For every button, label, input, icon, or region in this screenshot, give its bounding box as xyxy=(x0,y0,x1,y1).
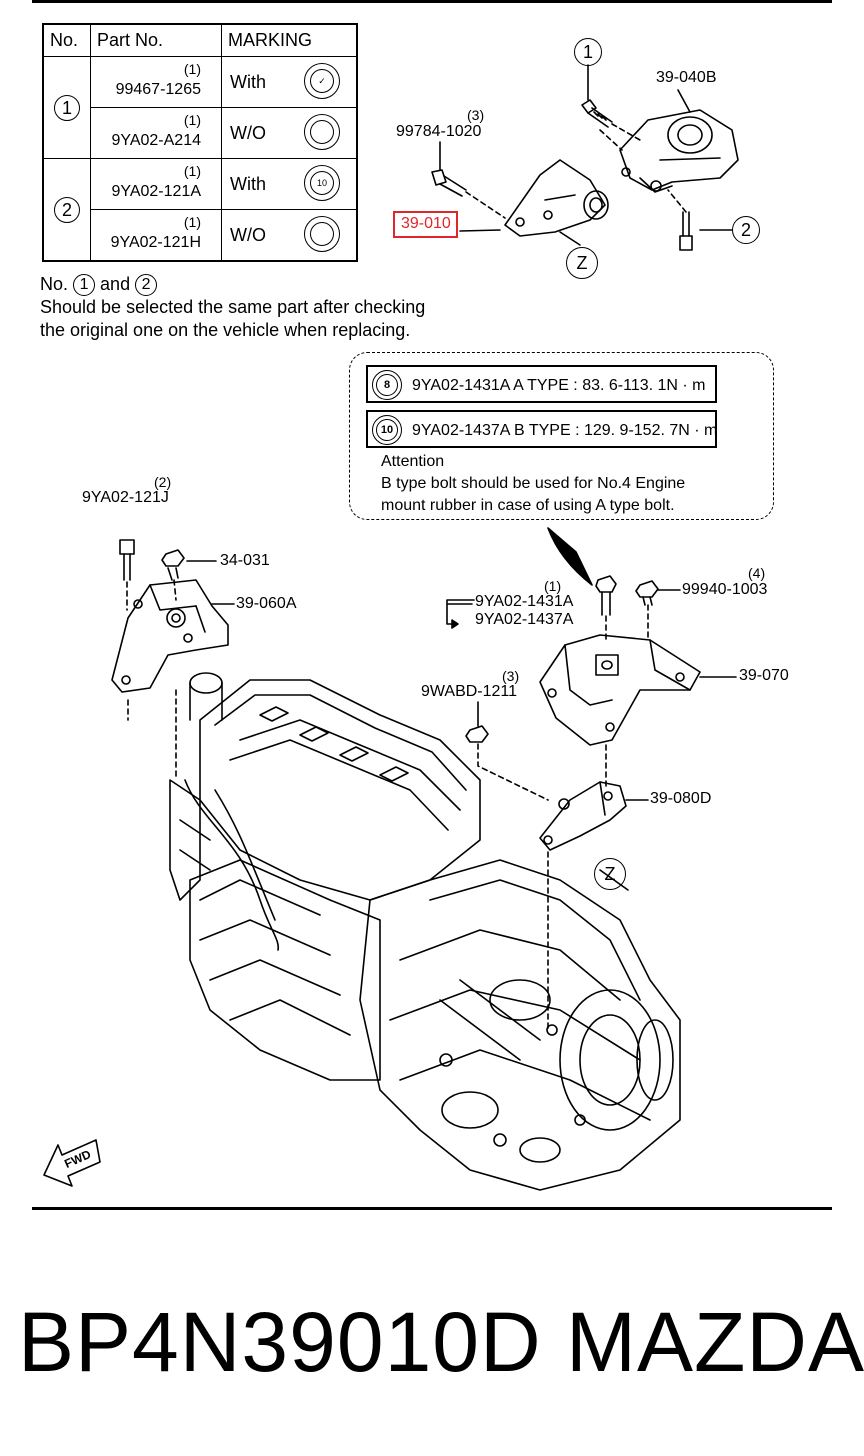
table-row: (1) 9YA02-A214 W/O xyxy=(43,107,358,159)
attention-line-2: mount rubber in case of using A type bol… xyxy=(381,497,675,514)
torque-a-text: 9YA02-1431A A TYPE : 83. 6-113. 1N · m xyxy=(412,377,706,394)
part-cell: (1) 9YA02-121H xyxy=(90,209,222,262)
marking-text: With xyxy=(230,174,266,194)
mount-39-070 xyxy=(539,634,701,746)
attention-callout-box xyxy=(349,352,774,520)
table-row: 2 (1) 9YA02-121A With 10 xyxy=(42,158,358,262)
label-39-070: 39-070 xyxy=(739,667,789,684)
bolt-icon-99784 xyxy=(431,169,467,197)
callout-pointer xyxy=(547,527,593,586)
note-circle-1: 1 xyxy=(73,274,96,297)
callout-circle-2: 2 xyxy=(732,216,760,244)
fwd-arrow-icon xyxy=(43,1139,101,1187)
part-number: 99467-1265 xyxy=(115,81,201,98)
nut-icon-9wabd xyxy=(465,725,489,743)
torque-row-a: 8 9YA02-1431A A TYPE : 83. 6-113. 1N · m xyxy=(366,365,717,403)
label-99784-1020: 99784-1020 xyxy=(396,123,482,140)
qty-9wabd: (3) xyxy=(502,668,520,684)
label-9wabd-1211: 9WABD-1211 xyxy=(421,683,518,700)
callout-circle-1: 1 xyxy=(574,38,602,66)
label-9ya02-1437a: 9YA02-1437A xyxy=(475,611,574,628)
qty-99940: (4) xyxy=(748,565,766,581)
qty-121j: (2) xyxy=(154,474,172,490)
highlight-box-39-010 xyxy=(393,211,458,238)
part-number: 9YA02-A214 xyxy=(111,132,201,149)
torque-row-b: 10 9YA02-1437A B TYPE : 129. 9-152. 7N ·… xyxy=(366,410,717,448)
parts-marking-table: No. Part No. MARKING 1 (1) 99467-1265 Wi… xyxy=(42,23,358,262)
bolt-icon-1431a xyxy=(595,575,617,616)
marking-cell: W/O xyxy=(221,107,358,159)
bolt-icon-top xyxy=(581,99,613,128)
marking-text: W/O xyxy=(230,123,266,143)
guide-lines-left xyxy=(126,579,177,781)
selection-note: No. 1 and 2 Should be selected the same … xyxy=(40,273,425,342)
group-circle-2: 2 xyxy=(54,196,80,223)
bracket-39-010 xyxy=(504,159,609,237)
bolt-icon-right xyxy=(679,211,693,251)
group-circle-1: 1 xyxy=(54,94,80,121)
engine-assembly xyxy=(169,672,681,1191)
bolt-marked-icon: 10 xyxy=(304,165,340,201)
mount-39-040b xyxy=(619,109,739,193)
qty: (1) xyxy=(183,214,201,230)
marking-cell: With 10 xyxy=(221,158,358,210)
note-circle-2: 2 xyxy=(135,274,158,297)
label-9ya02-1431a: 9YA02-1431A xyxy=(475,593,574,610)
view-marker-z-mid: Z xyxy=(594,858,626,890)
marking-cell: W/O xyxy=(221,209,358,262)
guide-lines-top xyxy=(465,123,687,219)
part-cell: (1) 9YA02-121A xyxy=(90,158,222,210)
group-cell-1: 1 xyxy=(42,56,91,159)
view-marker-z-top: Z xyxy=(566,247,598,279)
table-row: 1 (1) 99467-1265 With ✓ xyxy=(42,56,358,159)
qty: (1) xyxy=(183,163,201,179)
label-9ya02-121j: 9YA02-121J xyxy=(82,489,169,506)
header-part-no: Part No. xyxy=(90,23,222,57)
bolt-icon-121j xyxy=(119,539,135,581)
nut-icon-34-031 xyxy=(161,549,185,581)
part-number: 9YA02-121H xyxy=(110,234,201,251)
label-39-010: 39-010 xyxy=(401,215,451,232)
marking-text: With xyxy=(230,72,266,92)
mount-39-060a xyxy=(111,579,229,693)
part-cell: (1) 99467-1265 xyxy=(90,56,222,108)
bolt-marked-icon: ✓ xyxy=(304,63,340,99)
footer-brand: MAZDA xyxy=(566,1295,864,1389)
header-no: No. xyxy=(42,23,91,57)
torque-b-text: 9YA02-1437A B TYPE : 129. 9-152. 7N · m xyxy=(412,422,718,439)
bolt-plain-icon xyxy=(304,114,340,150)
top-rule xyxy=(32,0,832,3)
table-header-row: No. Part No. MARKING xyxy=(42,23,358,57)
label-39-040b: 39-040B xyxy=(656,69,717,86)
label-39-080d: 39-080D xyxy=(650,790,712,807)
bolt-plain-icon xyxy=(304,216,340,252)
bottom-rule xyxy=(32,1207,832,1210)
guide-lines-right xyxy=(477,604,649,1031)
qty-99784: (3) xyxy=(467,107,485,123)
note-line-3: the original one on the vehicle when rep… xyxy=(40,320,411,341)
qty-1431a: (1) xyxy=(544,578,562,594)
note-line-1: No. 1 and 2 xyxy=(40,273,425,297)
qty: (1) xyxy=(183,61,201,77)
label-34-031: 34-031 xyxy=(220,552,270,569)
bolt-8-icon: 8 xyxy=(372,370,402,400)
note-line-2: Should be selected the same part after c… xyxy=(40,297,426,318)
bracket-39-080d xyxy=(539,781,627,851)
nut-icon-99940 xyxy=(635,580,659,606)
attention-line-1: B type bolt should be used for No.4 Engi… xyxy=(381,475,686,492)
table-row: (1) 9YA02-121H W/O xyxy=(43,209,358,262)
bolt-10-icon: 10 xyxy=(372,415,402,445)
qty: (1) xyxy=(183,112,201,128)
marking-cell: With ✓ xyxy=(221,56,358,108)
part-number: 9YA02-121A xyxy=(111,183,201,200)
label-99940-1003: 99940-1003 xyxy=(682,581,768,598)
marking-text: W/O xyxy=(230,225,266,245)
footer-part-number: BP4N39010D xyxy=(18,1295,542,1389)
attention-title: Attention xyxy=(381,453,445,470)
label-39-060a: 39-060A xyxy=(236,595,297,612)
part-cell: (1) 9YA02-A214 xyxy=(90,107,222,159)
